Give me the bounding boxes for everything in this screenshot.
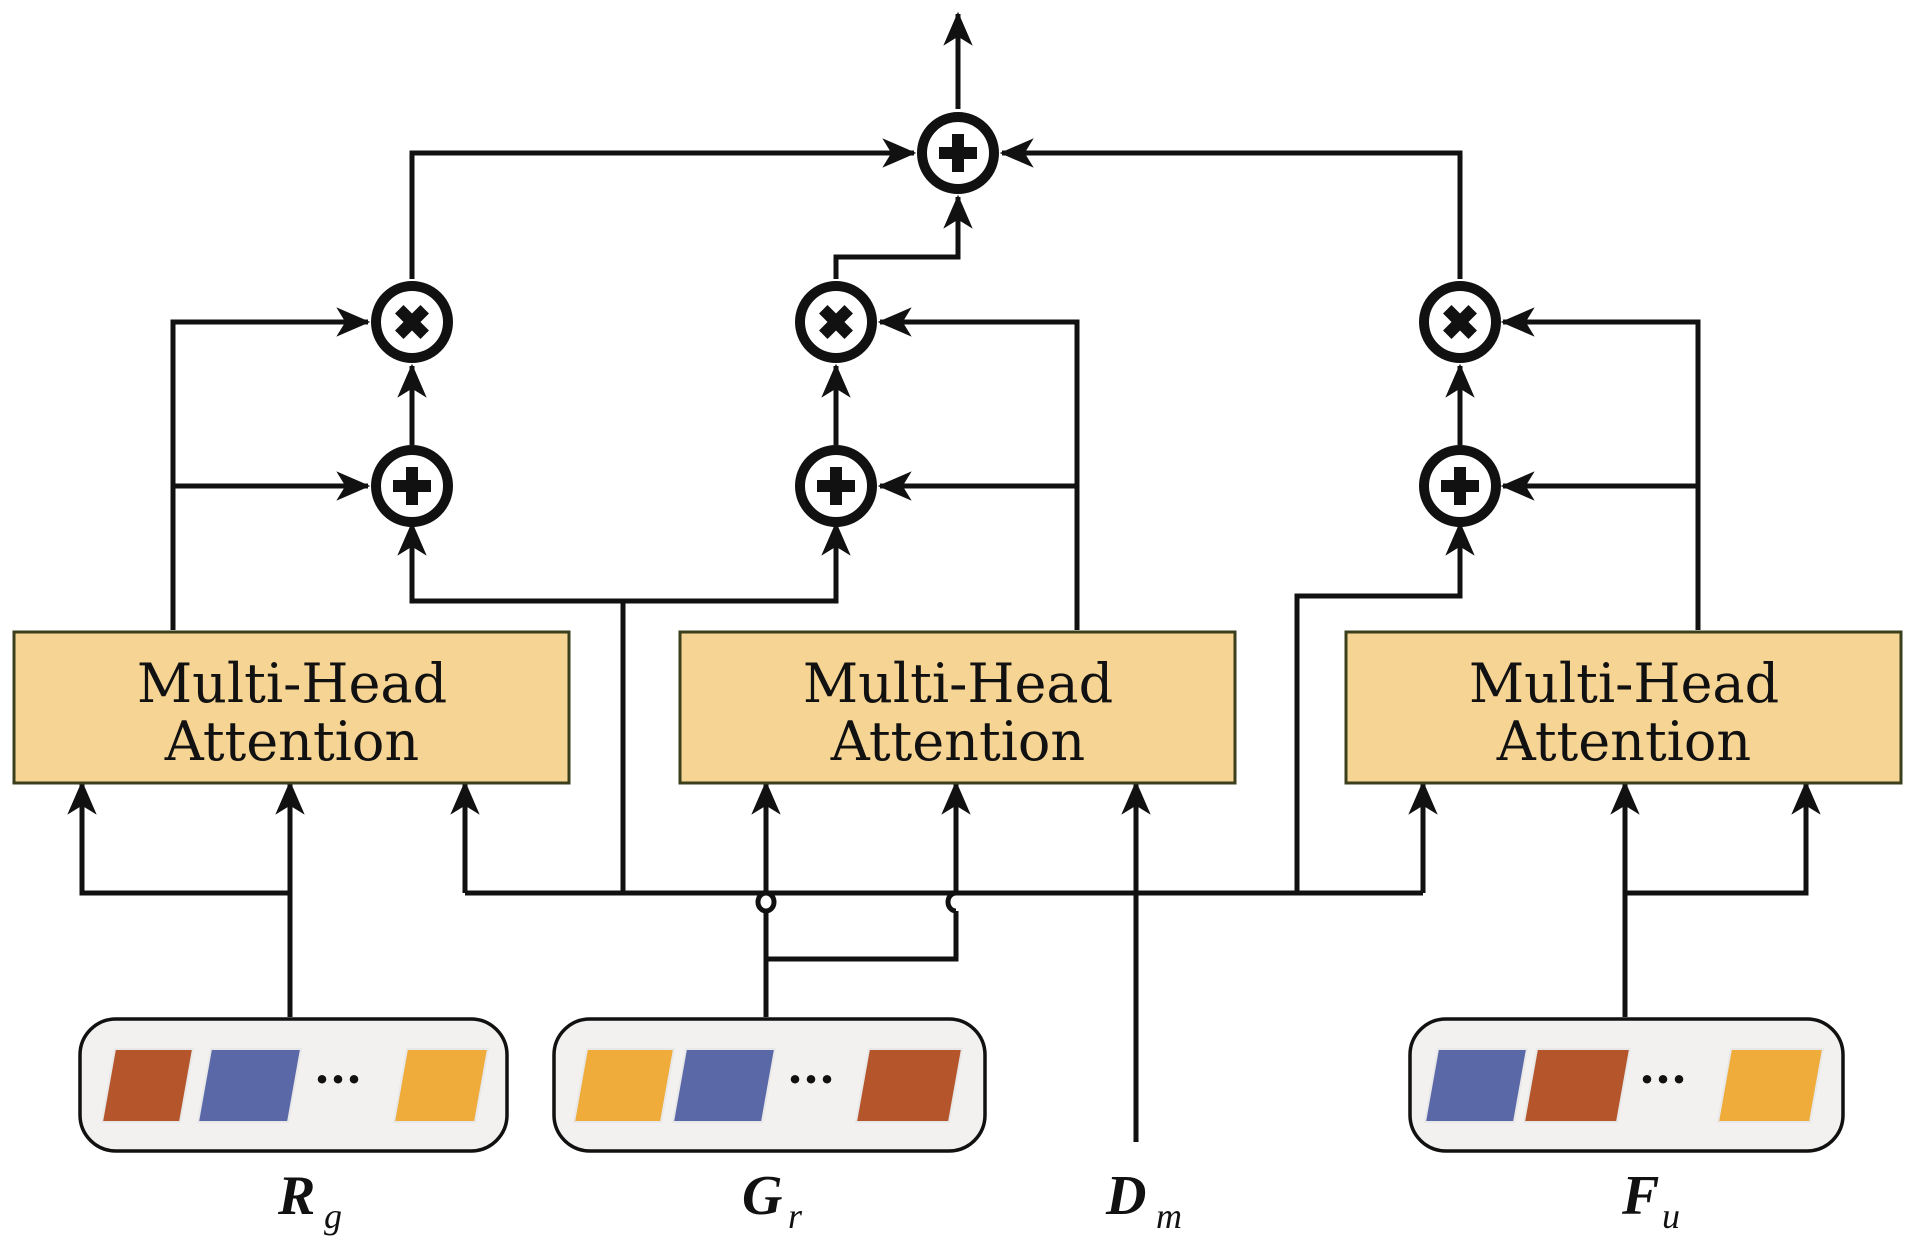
label-rg: R g [277,1165,342,1236]
mha-label-line1: Multi-Head [803,652,1113,715]
multiply-circle-icon [371,281,453,363]
token-swatch [572,1048,676,1123]
token-swatch [196,1048,303,1123]
token-swatch [100,1048,195,1123]
input-symbol: G [742,1165,782,1227]
gr-to-mha2-key-line [941,780,971,914]
gr-feed-line [763,911,959,1017]
mha-block-1: Multi-Head Attention [12,630,571,785]
token-ellipsis: ··· [787,1052,835,1106]
mha2-output-line [877,307,1080,630]
mha-box [678,630,1237,785]
mha-box [1344,630,1903,785]
add-circle-icon [1419,445,1501,527]
input-group-rg: ··· [78,1017,509,1153]
mul3-to-sum-line [999,138,1463,279]
mha-block-3: Multi-Head Attention [1344,630,1903,785]
multiply-circle-icon [1419,281,1501,363]
bus-tap-right [1294,521,1475,893]
token-swatch [1423,1048,1529,1123]
rg-to-mha1-query-line [67,780,290,896]
token-ellipsis: ··· [314,1052,362,1106]
add-circle-icon [795,445,877,527]
mha-box [12,630,571,785]
input-symbol: F [1621,1165,1659,1227]
mha-label-line2: Attention [830,710,1085,773]
mha1-output-line [170,307,371,630]
mha-label-line1: Multi-Head [137,652,447,715]
token-swatch [392,1048,490,1123]
mha-block-2: Multi-Head Attention [678,630,1237,785]
mha-label-line2: Attention [164,710,419,773]
mul1-to-sum-line [409,138,917,279]
token-swatch [854,1048,964,1123]
bus-tap-left-branch [623,521,851,604]
label-dm: D m [1105,1165,1182,1236]
input-symbol: D [1105,1165,1146,1227]
add-circle-icon [371,445,453,527]
mha-label-line2: Attention [1496,710,1751,773]
input-subscript: m [1156,1196,1182,1236]
mha-label-line1: Multi-Head [1469,652,1779,715]
input-group-gr: ··· [552,1017,987,1153]
connection-lines [67,11,1821,1142]
input-subscript: g [324,1196,342,1236]
label-gr: G r [742,1165,803,1236]
input-subscript: u [1662,1196,1680,1236]
token-swatch [1522,1048,1632,1123]
input-subscript: r [788,1196,803,1236]
token-swatch [671,1048,777,1123]
token-ellipsis: ··· [1639,1052,1687,1106]
mha3-output-line [1500,307,1701,630]
input-symbol: R [277,1165,315,1227]
mul2-to-sum-line [833,194,973,279]
token-swatch [1716,1048,1825,1123]
sum-circle-icon [917,112,999,194]
shared-bus-jump-1 [765,890,777,914]
label-fu: F u [1621,1165,1680,1236]
input-group-fu: ··· [1408,1017,1845,1153]
multiply-circle-icon [795,281,877,363]
gr-to-mha2-query-line [751,780,781,959]
bus-tap-left [397,521,626,893]
fu-to-mha3-key-line [1625,780,1821,896]
